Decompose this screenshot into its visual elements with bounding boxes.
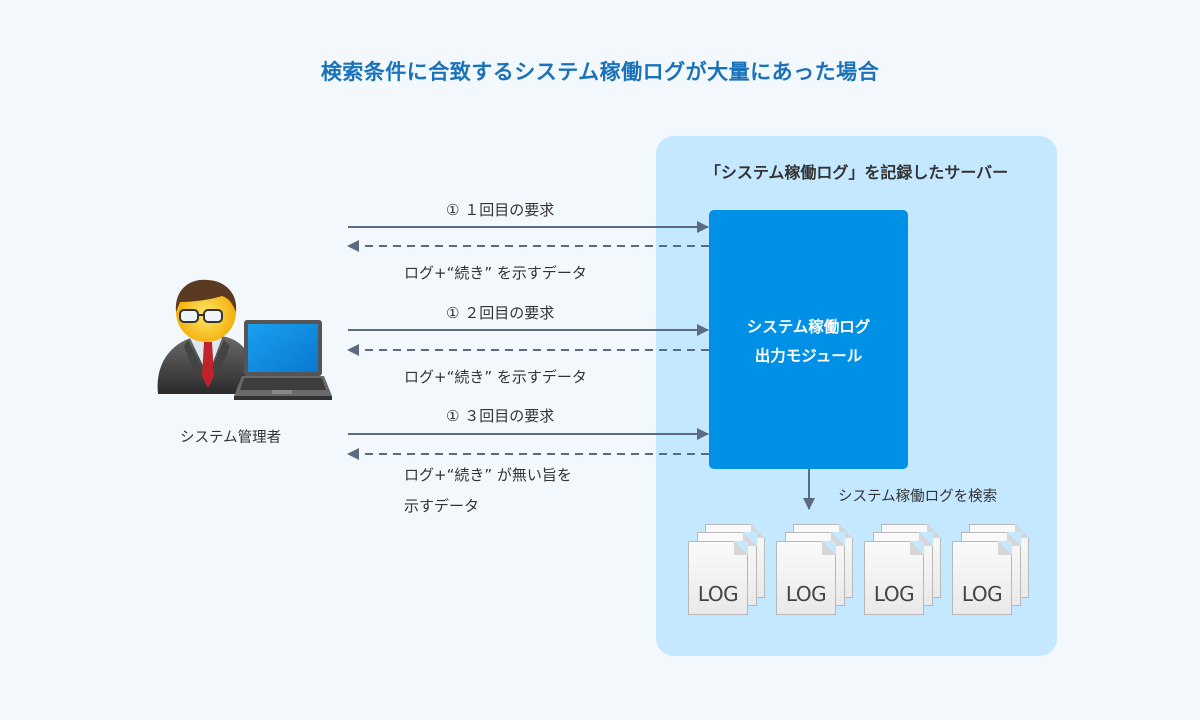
log-file-stack: LOG	[683, 524, 765, 622]
response-label-3-line2: 示すデータ	[404, 497, 480, 515]
server-label: 「システム稼働ログ」を記録したサーバー	[704, 163, 1009, 182]
laptop-icon	[234, 320, 332, 400]
log-file-stack: LOG	[947, 524, 1029, 622]
diagram-title: 検索条件に合致するシステム稼働ログが大量にあった場合	[320, 60, 880, 84]
log-file-label: LOG	[697, 582, 739, 606]
request-label-1: ① １回目の要求	[446, 201, 555, 219]
request-label-2: ① ２回目の要求	[446, 304, 555, 322]
response-label-3-line1: ログ+“続き” が無い旨を	[404, 466, 572, 484]
log-file-label: LOG	[785, 582, 827, 606]
admin-label: システム管理者	[180, 430, 282, 446]
log-files: LOG LOG LOG LOG	[683, 524, 1033, 624]
module-label-line2: 出力モジュール	[754, 347, 863, 365]
admin-with-laptop-icon	[157, 279, 332, 400]
module-label-line1: システム稼働ログ	[746, 318, 871, 336]
log-file-icon: LOG	[688, 541, 748, 615]
search-label: システム稼働ログを検索	[838, 489, 998, 505]
log-file-icon: LOG	[952, 541, 1012, 615]
exchange-2-arrows	[347, 324, 709, 356]
log-file-icon: LOG	[776, 541, 836, 615]
module-label: システム稼働ログ 出力モジュール	[709, 313, 908, 371]
admin-person-icon	[157, 279, 255, 394]
exchange-1-arrows	[347, 221, 709, 252]
log-file-label: LOG	[961, 582, 1003, 606]
log-output-module	[709, 210, 908, 469]
request-label-3: ① ３回目の要求	[446, 407, 555, 425]
log-file-label: LOG	[873, 582, 915, 606]
exchange-3-arrows	[347, 428, 709, 460]
log-file-icon: LOG	[864, 541, 924, 615]
response-label-1: ログ+“続き” を示すデータ	[404, 264, 587, 282]
log-file-stack: LOG	[771, 524, 853, 622]
log-file-stack: LOG	[859, 524, 941, 622]
response-label-2: ログ+“続き” を示すデータ	[404, 368, 587, 386]
